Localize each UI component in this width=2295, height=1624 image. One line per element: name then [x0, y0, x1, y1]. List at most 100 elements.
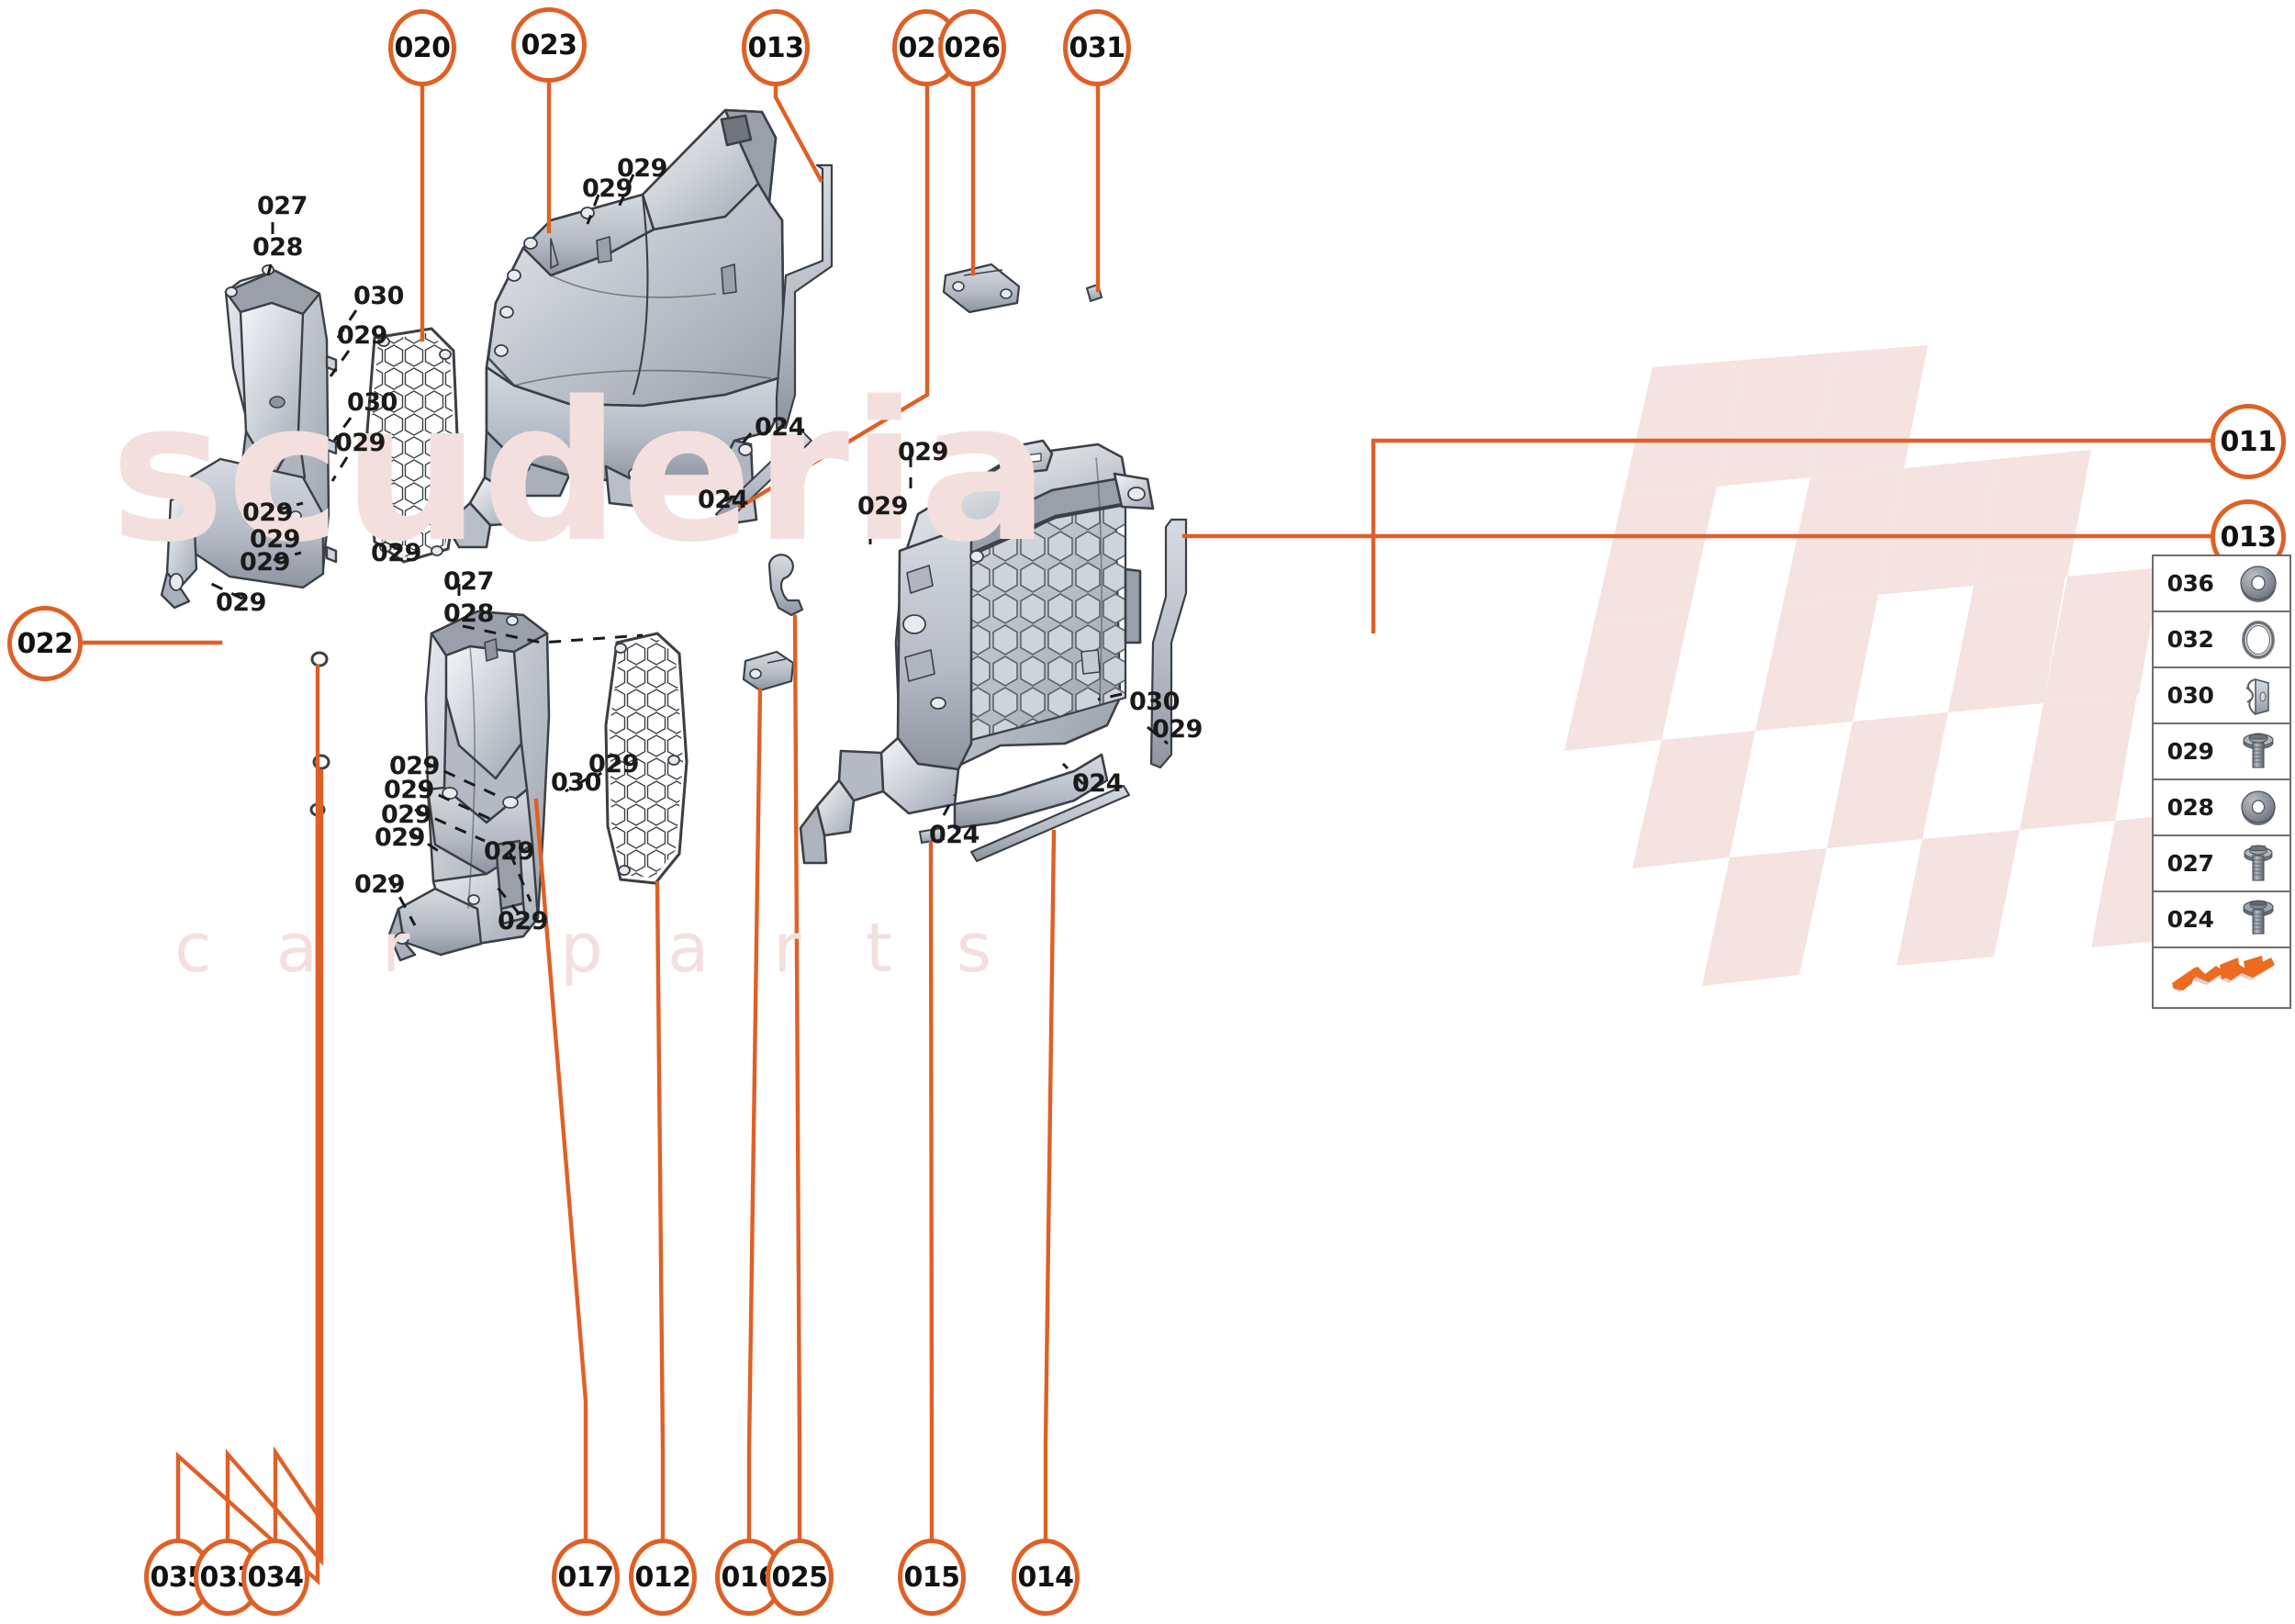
reference-label-029-o: 029: [381, 801, 431, 829]
callout-011[interactable]: 011: [2211, 404, 2286, 479]
legend-row-direction: [2154, 948, 2289, 1007]
callout-015[interactable]: 015: [898, 1539, 966, 1616]
callout-label: 022: [17, 627, 73, 660]
callout-034[interactable]: 034: [241, 1539, 309, 1616]
legend-row-024: 024: [2154, 892, 2289, 948]
part-013-top-bracket: [775, 163, 834, 430]
reference-leader-lines: [203, 174, 1169, 926]
callout-label: 025: [771, 1561, 828, 1594]
callout-label: 015: [903, 1561, 960, 1594]
reference-label-030-b: 030: [347, 388, 397, 417]
legend-code: 029: [2166, 738, 2214, 765]
orange-arrow-icon: [2154, 948, 2289, 1007]
reference-label-030-c: 030: [1129, 688, 1180, 716]
watermark-checkered-flag: [1564, 345, 2209, 986]
part-016-flat-bracket: [742, 650, 795, 692]
reference-label-029-r: 029: [484, 837, 534, 866]
callout-022[interactable]: 022: [7, 606, 83, 681]
reference-label-030-d: 030: [551, 768, 601, 797]
reference-label-024-c: 024: [1072, 769, 1123, 798]
legend-code: 028: [2166, 794, 2214, 821]
callout-012[interactable]: 012: [629, 1539, 697, 1616]
reference-label-029-a: 029: [337, 321, 387, 350]
reference-label-029-p: 029: [375, 823, 425, 852]
flange-bolt-icon: [2227, 892, 2289, 946]
reference-label-029-t: 029: [588, 750, 639, 778]
part-020-mesh-grille: [365, 327, 461, 564]
part-035-grommet: [310, 651, 329, 667]
callout-label: 026: [944, 31, 1001, 64]
part-011-radiator-assembly: [799, 439, 1155, 865]
watermark-sub-text: car parts: [174, 909, 1057, 988]
legend-code: 036: [2166, 570, 2214, 597]
callout-026[interactable]: 026: [938, 9, 1006, 86]
callout-label: 017: [557, 1561, 614, 1594]
o-ring-icon: [2227, 612, 2289, 666]
part-021-rod: [715, 431, 812, 524]
callout-017[interactable]: 017: [552, 1539, 620, 1616]
callout-label: 034: [247, 1561, 304, 1594]
reference-label-029-m: 029: [389, 752, 440, 780]
watermark-main-text: scuderia: [110, 360, 1051, 585]
legend-code: 030: [2166, 682, 2214, 709]
callout-label: 020: [394, 31, 451, 64]
reference-label-029-b: 029: [335, 429, 386, 457]
part-023-main-duct: [444, 108, 786, 549]
flange-bolt-icon: [2227, 724, 2289, 778]
callout-label: 013: [747, 31, 804, 64]
callout-label: 013: [2220, 521, 2277, 554]
reference-label-029-e: 029: [240, 548, 290, 577]
fastener-legend-table: 036 032 030: [2152, 554, 2291, 1009]
part-025-hose: [767, 554, 804, 617]
reference-label-029-h: 029: [582, 174, 633, 203]
reference-label-029-j: 029: [898, 438, 948, 466]
legend-code: 032: [2166, 626, 2214, 653]
part-014-long-rod: [969, 784, 1131, 863]
legend-code: 024: [2166, 906, 2214, 933]
legend-row-032: 032: [2154, 612, 2289, 668]
part-013-right-rod: [1149, 518, 1188, 769]
callout-023[interactable]: 023: [511, 7, 587, 83]
part-033-grommet: [312, 754, 330, 770]
part-015-pin: [918, 826, 946, 845]
part-012-mesh-grille: [604, 632, 688, 885]
flange-bolt-icon: [2227, 836, 2289, 890]
callout-label: 012: [634, 1561, 691, 1594]
reference-label-029-i: 029: [617, 154, 667, 183]
legend-row-029: 029: [2154, 724, 2289, 780]
callout-013-top[interactable]: 013: [742, 9, 810, 86]
part-017-lower-duct: [387, 610, 551, 962]
reference-label-029-k: 029: [857, 492, 908, 521]
reference-label-027-a: 027: [257, 192, 308, 220]
callout-label: 011: [2220, 425, 2277, 458]
callout-label: 014: [1017, 1561, 1074, 1594]
part-022-air-duct: [160, 264, 338, 610]
legend-row-027: 027: [2154, 836, 2289, 892]
reference-label-024-b: 024: [698, 486, 748, 514]
washer-large-icon: [2227, 556, 2289, 610]
spring-clip-nut-icon: [2227, 668, 2289, 722]
callout-020[interactable]: 020: [388, 9, 456, 86]
legend-row-036: 036: [2154, 556, 2289, 612]
reference-label-024-d: 024: [929, 821, 980, 849]
part-026-bracket: [942, 263, 1021, 314]
reference-label-029-g: 029: [216, 588, 266, 617]
washer-icon: [2227, 780, 2289, 834]
callout-031[interactable]: 031: [1063, 9, 1131, 86]
reference-label-029-f: 029: [371, 539, 421, 567]
callout-label: 031: [1069, 31, 1125, 64]
reference-label-029-n: 029: [384, 776, 434, 804]
callout-label: 023: [521, 28, 577, 62]
callout-025[interactable]: 025: [766, 1539, 834, 1616]
reference-label-029-l: 029: [1152, 715, 1203, 744]
legend-row-030: 030: [2154, 668, 2289, 724]
reference-label-028-b: 028: [443, 599, 494, 628]
legend-code: 027: [2166, 850, 2214, 877]
reference-label-029-q: 029: [354, 870, 405, 899]
reference-label-029-d: 029: [250, 525, 300, 554]
reference-label-029-c: 029: [242, 498, 293, 527]
callout-014[interactable]: 014: [1012, 1539, 1080, 1616]
legend-row-028: 028: [2154, 780, 2289, 836]
